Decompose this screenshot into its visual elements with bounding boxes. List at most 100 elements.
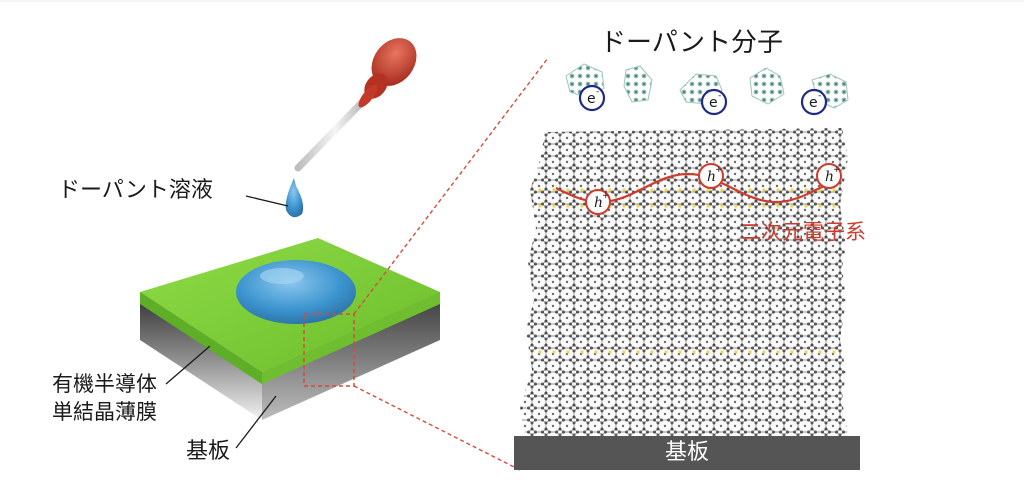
falling-drop <box>285 178 304 218</box>
highlight-dot <box>678 350 682 354</box>
highlight-dot <box>650 188 654 192</box>
highlight-dot <box>580 350 584 354</box>
highlight-dot <box>790 204 794 208</box>
hole-sup: + <box>715 165 723 175</box>
label-dopant-molecule: ドーパント分子 <box>600 28 784 58</box>
highlight-dot <box>566 188 570 192</box>
label-organic-film-line1: 有機半導体 <box>52 372 157 396</box>
hole-symbol: h <box>594 195 603 211</box>
electron-sup: - <box>818 91 821 101</box>
highlight-dot <box>762 188 766 192</box>
hole-symbol: h <box>707 169 716 185</box>
highlight-dot <box>552 188 556 192</box>
electron-symbol: e <box>809 95 818 111</box>
highlight-dot <box>664 204 668 208</box>
highlight-dot <box>692 204 696 208</box>
highlight-dot <box>804 350 808 354</box>
highlight-dot <box>636 204 640 208</box>
molecular-lattice <box>520 128 848 436</box>
highlight-dot <box>734 350 738 354</box>
highlight-dot <box>720 204 724 208</box>
electron-sup: - <box>596 87 599 97</box>
organic-film-edge-right <box>262 292 440 384</box>
highlight-dot <box>720 350 724 354</box>
highlight-dot <box>692 188 696 192</box>
highlight-dot <box>706 188 710 192</box>
label-dopant-solution: ドーパント溶液 <box>58 178 213 203</box>
highlight-dot <box>762 350 766 354</box>
droplet-highlight <box>260 268 304 284</box>
leader-organic-film <box>165 345 211 385</box>
highlight-dot <box>552 350 556 354</box>
highlight-dot <box>622 350 626 354</box>
highlight-dot <box>678 188 682 192</box>
leader-dopant-solution <box>245 195 289 207</box>
highlight-dot <box>748 350 752 354</box>
highlight-dot <box>748 204 752 208</box>
droplet <box>236 260 356 324</box>
highlight-dot <box>748 188 752 192</box>
highlight-dot <box>566 350 570 354</box>
highlight-dot <box>580 188 584 192</box>
electron-symbol: e <box>709 95 718 111</box>
highlight-dot <box>734 204 738 208</box>
highlight-dot <box>664 350 668 354</box>
label-two-dim-electron-system: 二次元電子系 <box>740 220 866 244</box>
highlight-dot <box>776 350 780 354</box>
highlight-dot <box>706 204 710 208</box>
label-substrate-right: 基板 <box>664 440 709 465</box>
organic-film-edge-left <box>140 292 262 384</box>
highlight-dot <box>762 204 766 208</box>
highlight-dot <box>594 350 598 354</box>
zoom-region <box>303 313 355 387</box>
label-substrate-left: 基板 <box>186 439 231 464</box>
highlight-dot <box>552 204 556 208</box>
highlight-dot <box>776 188 780 192</box>
highlight-dot <box>804 188 808 192</box>
electron-icon: e - e - e - <box>578 84 828 116</box>
highlight-dot <box>720 188 724 192</box>
hole-sup: + <box>833 165 841 175</box>
highlight-dot <box>538 204 542 208</box>
highlight-dot <box>832 350 836 354</box>
highlight-dot <box>608 350 612 354</box>
highlight-dot <box>832 204 836 208</box>
highlight-dot <box>832 188 836 192</box>
electron-sup: - <box>718 91 721 101</box>
leader-substrate-left <box>235 395 277 449</box>
highlight-dot <box>608 188 612 192</box>
label-organic-film-line2: 単結晶薄膜 <box>52 400 157 424</box>
highlight-dot <box>566 204 570 208</box>
highlight-dot <box>804 204 808 208</box>
highlight-dot <box>538 188 542 192</box>
highlight-dot <box>622 204 626 208</box>
highlight-dot <box>580 204 584 208</box>
highlight-dot <box>706 350 710 354</box>
zoom-line-top <box>353 57 549 315</box>
highlight-dot <box>790 350 794 354</box>
highlight-dot <box>664 188 668 192</box>
highlight-dot-rows <box>538 188 836 354</box>
zoom-line-bottom <box>353 385 521 471</box>
hole-icon: h + h + h + <box>585 163 842 215</box>
pipette-icon <box>294 38 417 172</box>
highlight-dot <box>692 350 696 354</box>
highlight-dot <box>818 350 822 354</box>
highlight-dot <box>818 204 822 208</box>
highlight-dot <box>636 350 640 354</box>
highlight-dot <box>678 204 682 208</box>
hole-sup: + <box>602 191 610 201</box>
highlight-dot <box>650 204 654 208</box>
highlight-dot <box>538 350 542 354</box>
droplet-body <box>236 260 356 324</box>
electron-symbol: e <box>587 91 596 107</box>
hole-symbol: h <box>825 169 834 185</box>
highlight-dot <box>790 188 794 192</box>
highlight-dot <box>622 188 626 192</box>
highlight-dot <box>776 204 780 208</box>
pipette-collar <box>358 84 378 108</box>
highlight-dot <box>650 350 654 354</box>
substrate-bar-right <box>514 436 860 470</box>
